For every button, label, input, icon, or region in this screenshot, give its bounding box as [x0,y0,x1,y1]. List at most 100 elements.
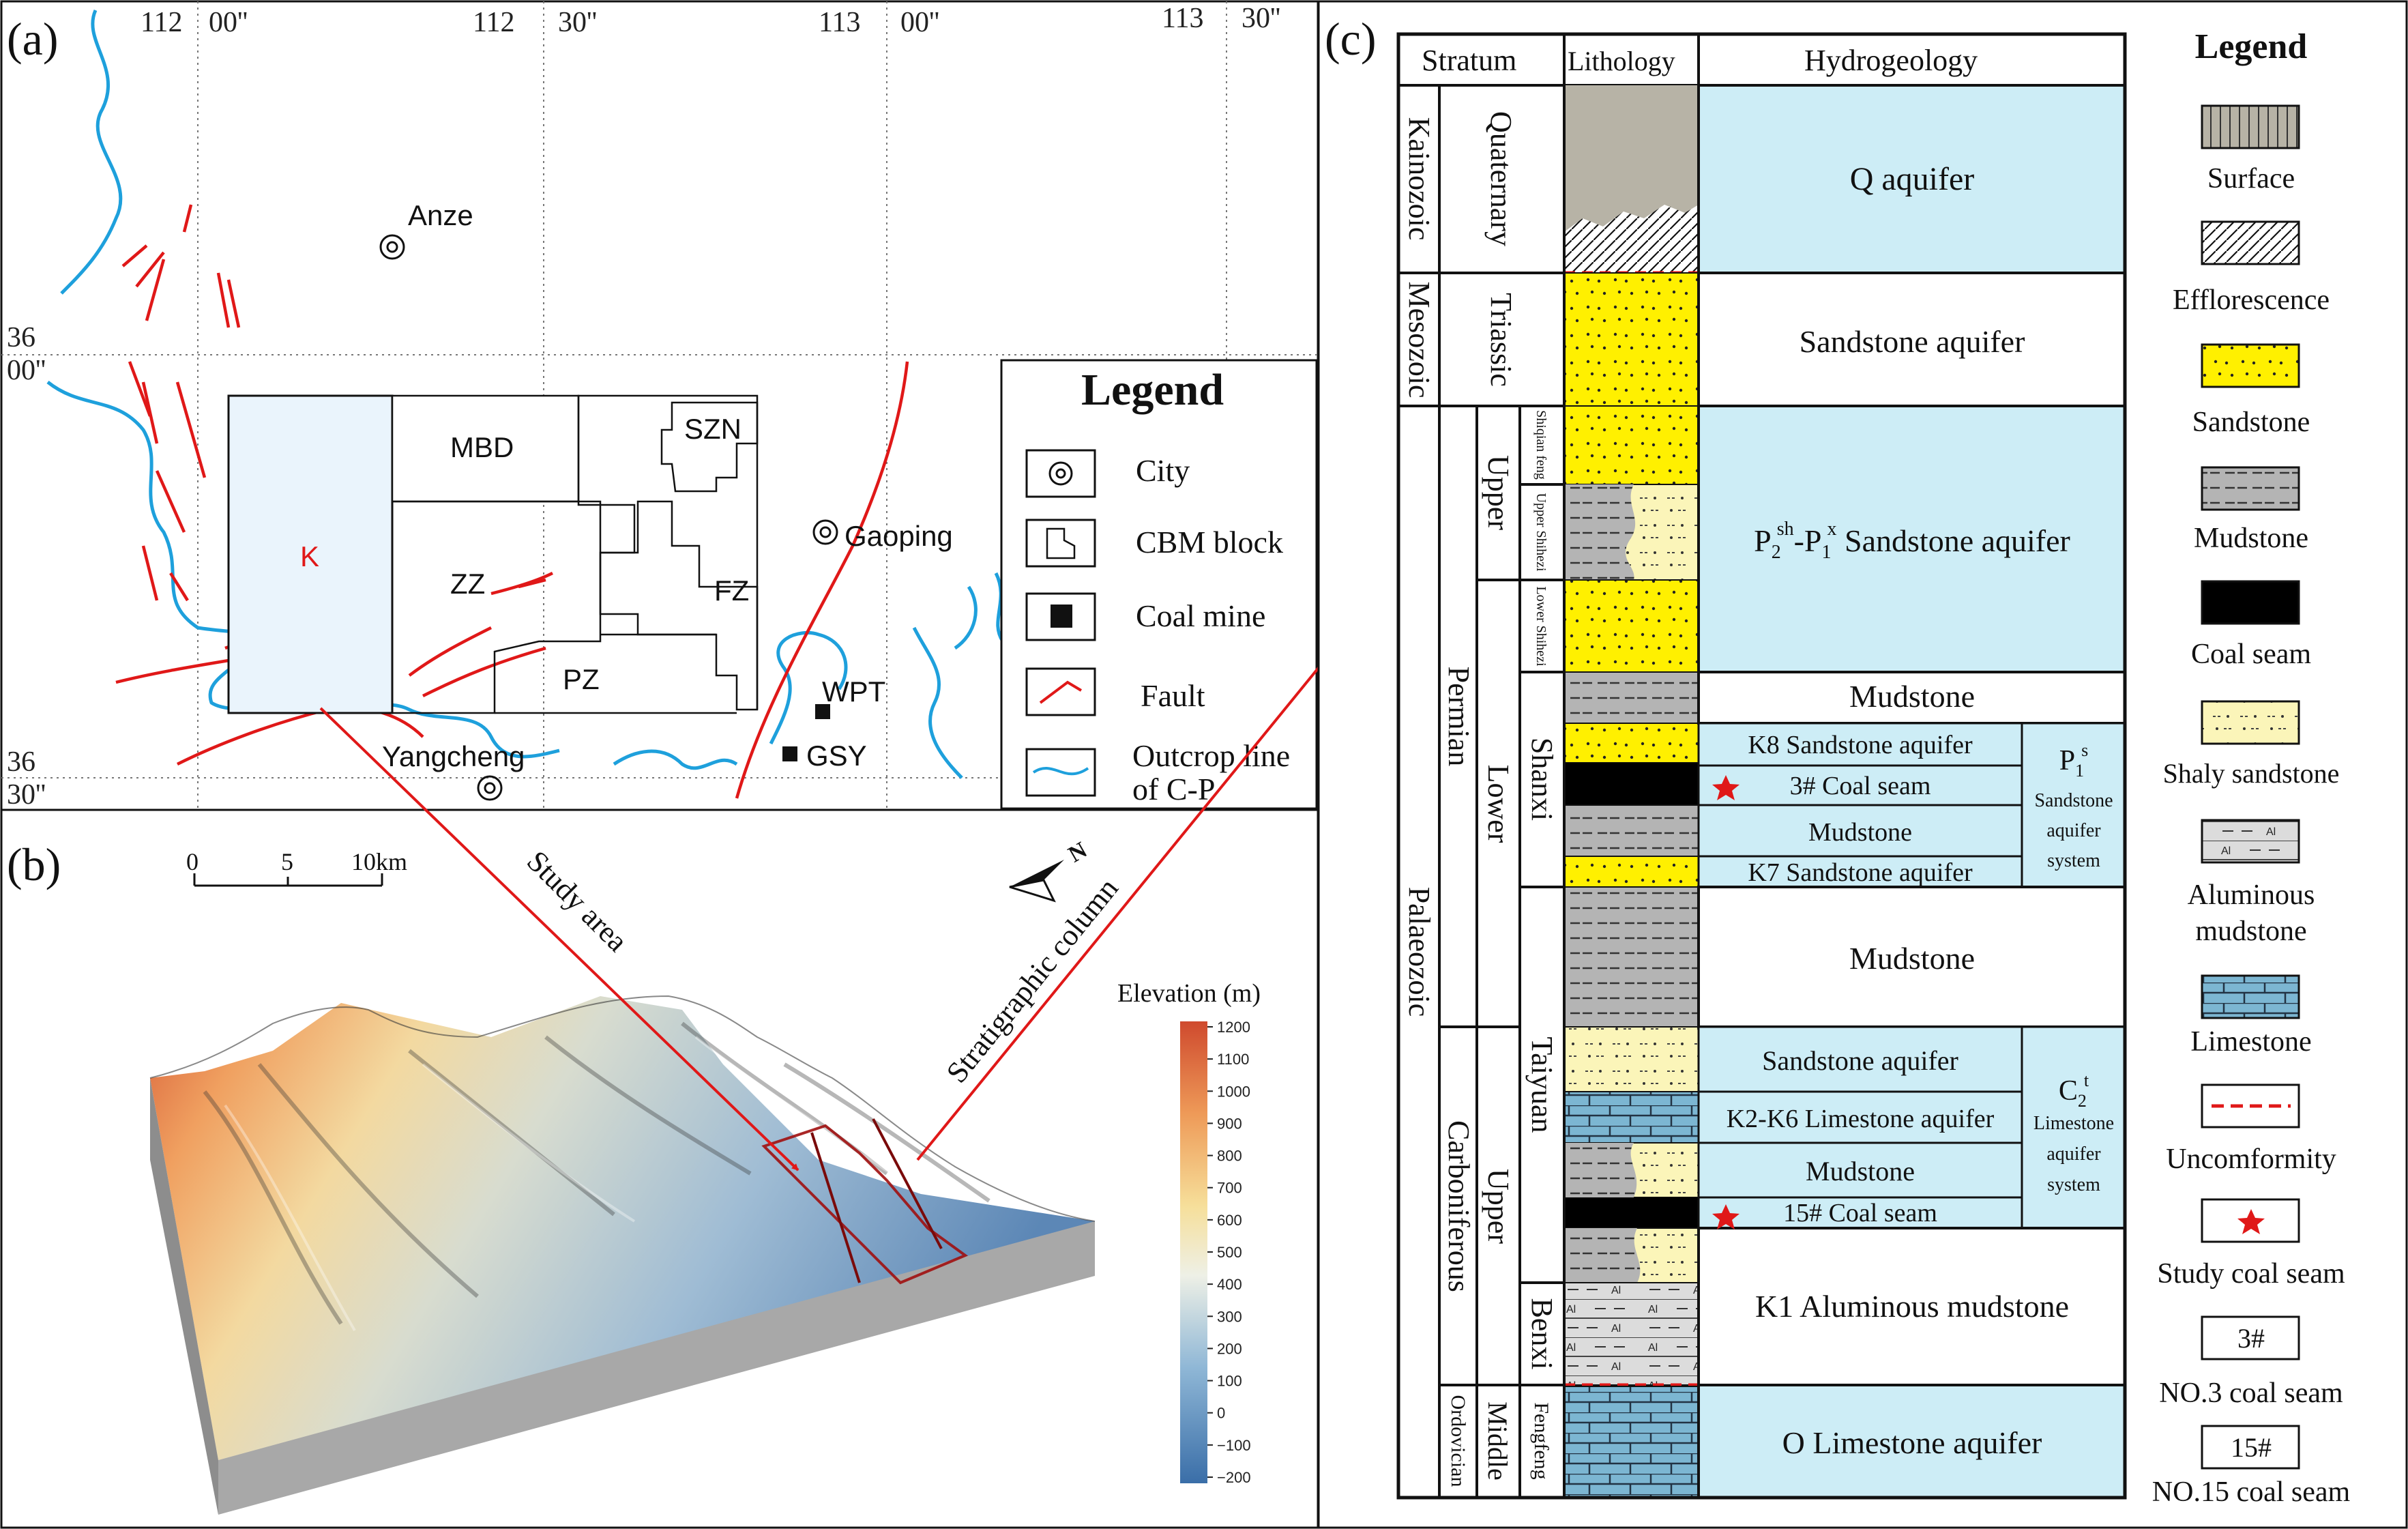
system-label: Triassic [1484,293,1518,387]
hydro-label: aquifer [2046,1144,2101,1165]
scale-bar: 0 5 10km [186,848,407,887]
legend-c-item: Shaly sandstone [2163,758,2340,789]
system-label: Ordovician [1447,1395,1469,1487]
legend-c-item: Mudstone [2194,523,2308,554]
elevation-tick-label: 300 [1217,1308,1242,1325]
legend-c: Legend Surface Efflorescence Sandstone M… [2152,27,2351,1508]
elevation-tick-label: 500 [1217,1244,1242,1261]
fault-lines [115,204,909,799]
lon-tick: 113 [819,7,860,38]
elevation-legend: Elevation (m) 12001100100090080070060050… [1117,979,1261,1486]
hydro-label: Mudstone [1849,941,1975,976]
hydro-label: Sandstone aquifer [1800,324,2025,359]
formation-label: Fengfeng [1530,1402,1553,1479]
scale-tick: 5 [281,848,293,875]
lon-tick: 112 [141,7,182,38]
scale-tick: 0 [186,848,199,875]
lat-tick: 36 [7,322,35,353]
legend-c-item: Surface [2207,163,2295,194]
scale-tick: 10km [351,848,407,875]
city-label: Yangcheng [382,740,525,772]
era-label: Kainozoic [1403,117,1436,241]
hydro-label: system [2047,850,2100,871]
lat-tick: 00'' [7,355,46,386]
legend-a-item: City [1136,453,1190,488]
star-icon [1712,1204,1739,1229]
elevation-tick-label: 100 [1217,1373,1242,1390]
hydro-label-p1: P1s [2059,740,2088,781]
panel-c-label: (c) [1325,13,1376,65]
outcrop-icon [1032,767,1089,776]
legend-a-item: Outcrop line [1132,738,1290,773]
system-label: Quaternary [1484,111,1518,246]
formation-label: Benxi [1525,1298,1559,1369]
elevation-tick-label: 900 [1217,1115,1242,1132]
block-label: K [300,540,319,572]
elevation-title: Elevation (m) [1117,979,1261,1008]
panel-c-column: (c) Stratum Lithology Hydrogeology [1317,0,2408,1529]
legend-c-item: Coal seam [2191,639,2311,670]
elevation-tick-label: 800 [1217,1148,1242,1165]
block-label: ZZ [450,568,485,600]
legend-a-item: Coal mine [1136,598,1265,633]
header-lithology: Lithology [1568,46,1675,76]
lon-tick: 113 [1162,3,1203,34]
header-stratum: Stratum [1422,44,1516,77]
mine-label: GSY [806,740,867,772]
city-icon [1048,461,1073,486]
hydro-label: Mudstone [1849,679,1975,714]
cbm-block-icon [1046,527,1076,559]
elevation-tick-label: 400 [1217,1276,1242,1293]
outcrop-lines [46,9,1005,779]
fault-icon [1039,680,1083,704]
lat-tick: 30'' [7,779,46,811]
hydro-label: Q aquifer [1850,161,1975,197]
legend-c-box15: 15# [2231,1432,2272,1463]
hydro-label: Sandstone [2034,790,2113,811]
elevation-tick-label: 1100 [1217,1051,1249,1068]
block-label: MBD [450,431,514,463]
coal-mine-icon [782,746,797,761]
legend-c-item: Efflorescence [2173,285,2330,316]
hydro-label: K7 Sandstone aquifer [1748,858,1973,887]
legend-c-item: Aluminous [2188,879,2315,911]
hydro-label: Mudstone [1808,818,1912,847]
legend-a: Legend City CBM block Coal mine Fault Ou… [1000,359,1318,810]
panel-b-label: (b) [7,839,61,890]
city-icon-anze [379,234,405,260]
lon-tick: 30'' [1242,3,1280,34]
block-label: PZ [563,663,600,695]
elevation-tick-label: 1000 [1217,1083,1250,1100]
formation-label: Shanxi [1525,738,1559,821]
legend-c-item: Sandstone [2192,407,2310,438]
block-k [227,394,394,714]
star-icon [2237,1209,2265,1234]
series-label: Lower [1482,765,1515,843]
hydro-label: K1 Aluminous mudstone [1755,1289,2069,1324]
legend-a-item: of C-P [1132,772,1215,806]
hydro-label: Limestone [2033,1113,2114,1134]
formation-label: Lower Shihezi [1533,586,1548,667]
legend-a-title: Legend [1081,365,1224,415]
city-icon-gaoping [812,519,838,545]
legend-c-item: Study coal seam [2157,1258,2345,1290]
city-icon-yangcheng [477,775,503,801]
hydro-label: K8 Sandstone aquifer [1748,731,1973,759]
lon-tick: 30'' [558,7,597,38]
era-label: Palaeozoic [1403,887,1436,1017]
legend-c-item: NO.15 coal seam [2152,1476,2351,1508]
hydro-column [1697,84,2126,1499]
elevation-tick-label: −200 [1217,1469,1251,1486]
series-label: Middle [1482,1401,1513,1481]
hydro-label: 3# Coal seam [1790,772,1931,800]
legend-c-title: Legend [2195,27,2308,66]
elevation-colorbar [1180,1021,1207,1483]
study-star-icons [1712,775,1739,1229]
elevation-tick-label: 700 [1217,1180,1242,1197]
legend-c-item: Limestone [2190,1026,2311,1058]
legend-a-item: CBM block [1136,525,1283,559]
header-hydrogeology: Hydrogeology [1804,44,1978,77]
hydro-label-p2: P2sh-P1x Sandstone aquifer [1754,519,2070,563]
elevation-tick-label: 0 [1217,1405,1225,1422]
lon-tick: 00'' [900,7,939,38]
